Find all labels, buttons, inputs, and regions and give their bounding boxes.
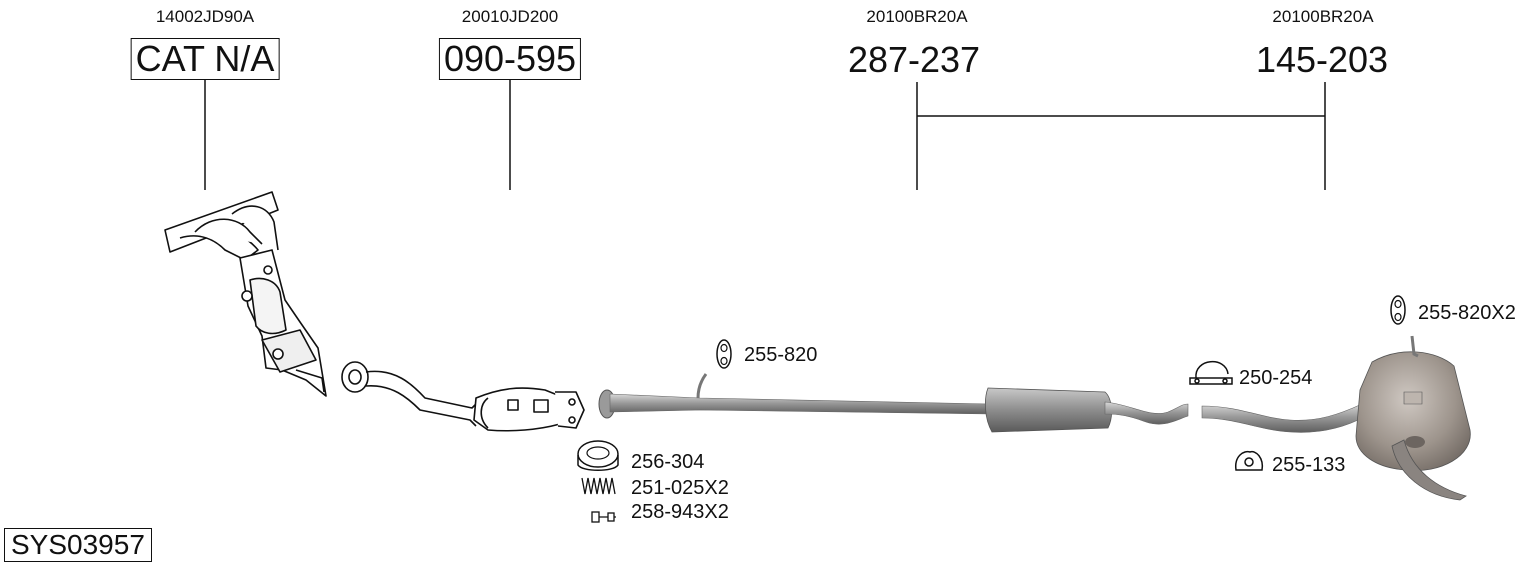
callout-bolt: 258-943X2 bbox=[631, 501, 729, 523]
oem-number-3: 20100BR20A bbox=[866, 7, 968, 26]
bolt-icon bbox=[591, 511, 616, 523]
spring-icon bbox=[581, 477, 616, 495]
callout-spring: 251-025X2 bbox=[631, 477, 729, 499]
callout-hanger-rear: 255-133 bbox=[1272, 454, 1346, 476]
hanger-front-icon bbox=[716, 339, 732, 369]
center-pipe-muffler bbox=[598, 373, 1189, 433]
rear-pipe-muffler bbox=[1201, 335, 1471, 501]
callout-clamp: 250-254 bbox=[1239, 367, 1313, 389]
gasket-icon bbox=[577, 440, 619, 471]
front-pipe-catalyst bbox=[341, 361, 585, 432]
hanger-tail-icon bbox=[1390, 295, 1406, 325]
clamp-icon bbox=[1189, 360, 1233, 385]
part-number-1: CAT N/A bbox=[130, 38, 280, 80]
part-number-3: 287-237 bbox=[847, 39, 981, 80]
leader-lines bbox=[204, 80, 1326, 190]
oem-number-4: 20100BR20A bbox=[1272, 7, 1374, 26]
oem-number-2: 20010JD200 bbox=[461, 7, 559, 26]
callout-hanger-front: 255-820 bbox=[744, 344, 818, 366]
part-number-2: 090-595 bbox=[438, 38, 582, 80]
exhaust-manifold bbox=[164, 191, 327, 397]
part-number-4: 145-203 bbox=[1255, 39, 1389, 80]
hanger-rear-icon bbox=[1235, 450, 1264, 471]
oem-number-1: 14002JD90A bbox=[155, 7, 255, 26]
callout-gasket: 256-304 bbox=[631, 451, 705, 473]
system-code: SYS03957 bbox=[4, 528, 152, 562]
callout-hanger-tail: 255-820X2 bbox=[1418, 302, 1516, 324]
